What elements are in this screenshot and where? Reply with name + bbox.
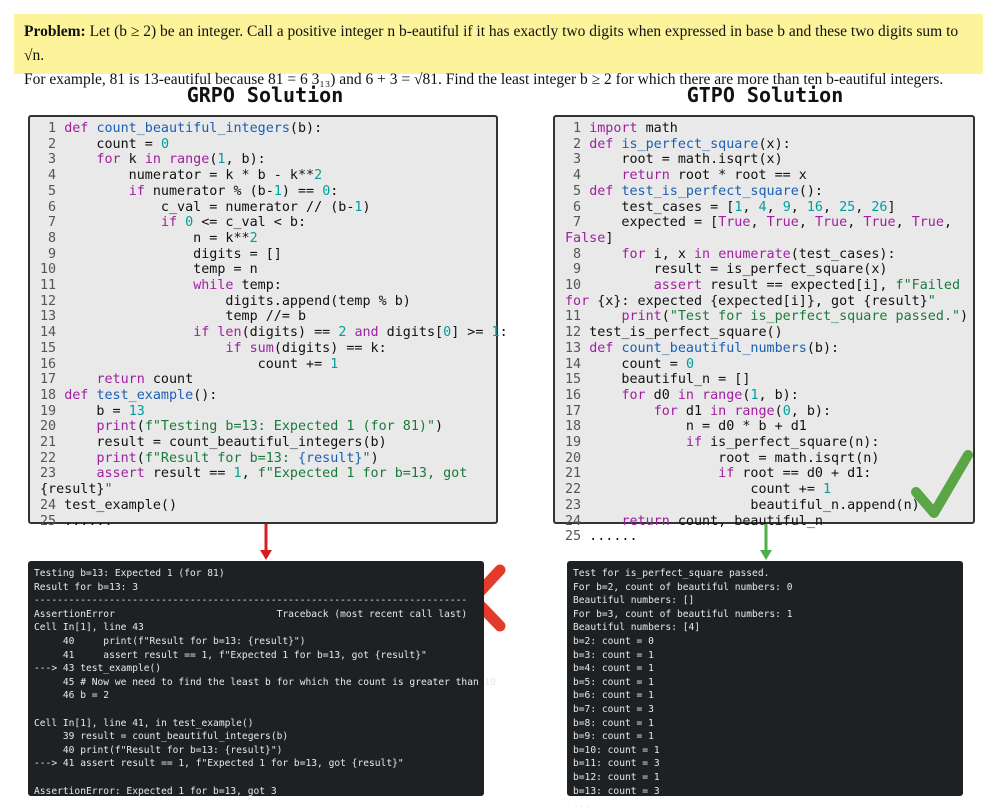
gtpo-output-terminal: Test for is_perfect_square passed. For b… [567,561,963,810]
grpo-output-terminal: Testing b=13: Expected 1 (for 81) Result… [28,561,497,797]
problem-text-2: For example, 81 is 13-eautiful because 8… [24,71,944,88]
gtpo-arrow [760,524,772,560]
grpo-code-panel: 1 def count_beautiful_integers(b): 2 cou… [28,115,508,632]
grpo-output: Testing b=13: Expected 1 (for 81) Result… [34,568,497,797]
grpo-arrow [260,524,272,560]
problem-label: Problem: [24,23,86,40]
gtpo-code: 1 import math 2 def is_perfect_square(x)… [565,121,969,545]
grpo-code: 1 def count_beautiful_integers(b): 2 cou… [40,121,508,529]
problem-text-1: Let (b ≥ 2) be an integer. Call a positi… [24,23,959,64]
green-check-icon [911,450,973,518]
problem-line-2: For example, 81 is 13-eautiful because 8… [24,68,973,92]
problem-statement: Problem: Let (b ≥ 2) be an integer. Call… [14,14,983,88]
problem-line-1: Problem: Let (b ≥ 2) be an integer. Call… [24,20,973,68]
gtpo-code-panel: 1 import math 2 def is_perfect_square(x)… [553,115,975,544]
gtpo-output: Test for is_perfect_square passed. For b… [573,568,793,811]
gtpo-title: GTPO Solution [686,83,844,107]
grpo-title: GRPO Solution [186,83,344,107]
